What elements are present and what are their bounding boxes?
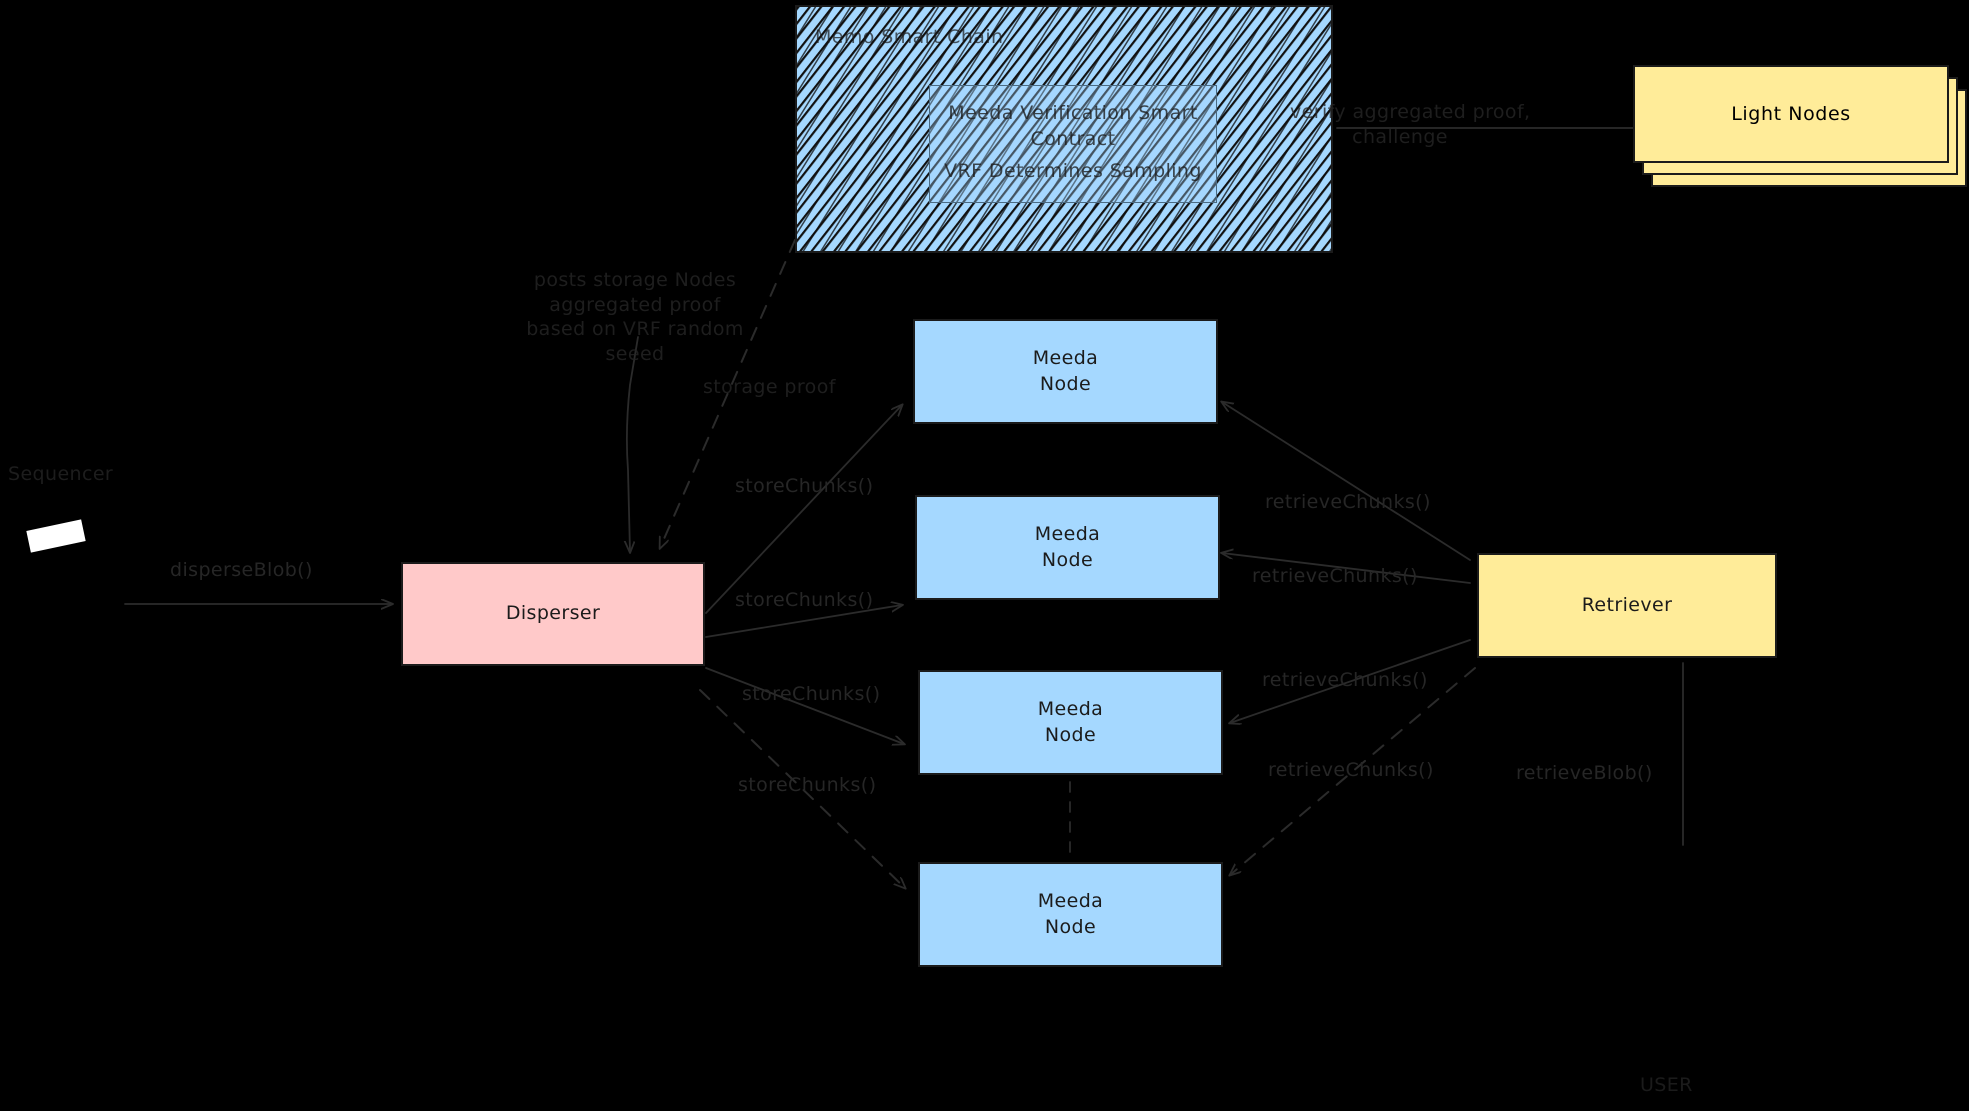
- meeda-node-4-line2: Node: [1044, 915, 1097, 938]
- meeda-node-4-line1: Meeda: [1037, 889, 1104, 912]
- smart-chain-title: Memo Smart Chain: [815, 26, 1004, 48]
- retriever-box[interactable]: Retriever: [1477, 553, 1777, 658]
- edge-label-retrieve-chunks-1: retrieveChunks(): [1265, 491, 1431, 513]
- edge-label-verify-aggregated-proof: verify aggregated proof, challenge: [1290, 101, 1531, 148]
- disperser-box[interactable]: Disperser: [401, 562, 705, 666]
- retriever-label: Retriever: [1581, 593, 1673, 616]
- memo-smart-chain-box[interactable]: Memo Smart Chain Meeda Verification Smar…: [795, 5, 1333, 253]
- meeda-node-3-line1: Meeda: [1037, 697, 1104, 720]
- meeda-node-1-line1: Meeda: [1032, 346, 1099, 369]
- edge-label-retrieve-chunks-2: retrieveChunks(): [1252, 565, 1418, 587]
- light-nodes-sheet-front[interactable]: Light Nodes: [1633, 65, 1949, 163]
- meeda-node-1[interactable]: Meeda Node: [913, 319, 1218, 424]
- meeda-node-4[interactable]: Meeda Node: [918, 862, 1223, 967]
- edge-store-chunks-4: [699, 689, 905, 888]
- edge-retrieve-chunks-4: [1230, 667, 1476, 875]
- light-nodes-stack[interactable]: Light Nodes: [1633, 65, 1969, 195]
- edge-label-store-chunks-1: storeChunks(): [735, 475, 874, 497]
- edge-storage-proof: [660, 239, 796, 548]
- edge-store-chunks-3: [705, 667, 904, 744]
- meeda-node-3[interactable]: Meeda Node: [918, 670, 1223, 775]
- edge-label-store-chunks-3: storeChunks(): [742, 683, 881, 705]
- meeda-node-2[interactable]: Meeda Node: [915, 495, 1220, 600]
- meeda-node-2-line1: Meeda: [1034, 522, 1101, 545]
- verification-contract-line1: Meeda Verification Smart: [948, 102, 1198, 124]
- edge-store-chunks-1: [705, 405, 902, 614]
- edge-label-storage-proof: storage proof: [703, 376, 836, 398]
- edge-retrieve-chunks-2: [1222, 553, 1471, 584]
- edge-label-retrieve-blob: retrieveBlob(): [1516, 762, 1653, 784]
- edge-label-store-chunks-4: storeChunks(): [738, 774, 877, 796]
- edge-retrieve-chunks-3: [1230, 639, 1471, 723]
- verification-contract-line3: VRF Determines Sampling: [944, 160, 1202, 182]
- light-nodes-label: Light Nodes: [1731, 103, 1851, 125]
- edge-label-posts-aggregated-proof: posts storage Nodes aggregated proof bas…: [526, 269, 744, 366]
- edge-label-retrieve-chunks-4: retrieveChunks(): [1268, 759, 1434, 781]
- meeda-node-3-line2: Node: [1044, 723, 1097, 746]
- edge-posts-aggregated-proof: [627, 336, 639, 552]
- user-label: USER: [1640, 1074, 1693, 1096]
- edge-label-retrieve-chunks-3: retrieveChunks(): [1262, 669, 1428, 691]
- disperser-label: Disperser: [505, 602, 601, 625]
- edge-label-store-chunks-2: storeChunks(): [735, 589, 874, 611]
- edge-store-chunks-2: [705, 605, 902, 638]
- sequencer-label: Sequencer: [8, 463, 114, 485]
- verification-contract-line2: Contract: [1030, 128, 1116, 150]
- meeda-node-2-line2: Node: [1041, 548, 1094, 571]
- verification-contract-inner-box[interactable]: [929, 85, 1217, 203]
- meeda-node-1-line2: Node: [1039, 372, 1092, 395]
- edge-label-disperse-blob: disperseBlob(): [170, 559, 313, 581]
- edge-retrieve-chunks-1: [1222, 402, 1471, 561]
